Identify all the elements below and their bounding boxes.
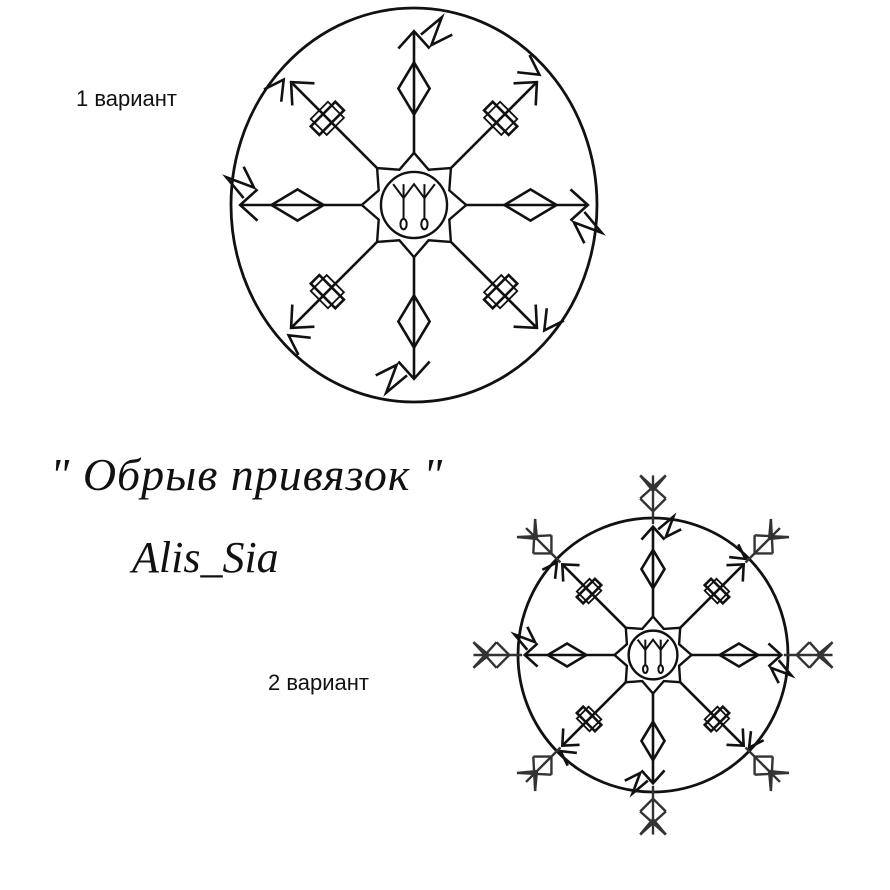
caption-author: Alis_Sia xyxy=(132,533,279,582)
caption-title: " Обрыв привязок " xyxy=(50,449,444,500)
variant-2-label: 2 вариант xyxy=(268,670,370,695)
variant-1-label: 1 вариант xyxy=(76,86,178,111)
sigil-variant-2 xyxy=(472,474,834,836)
sigil-variant-1 xyxy=(222,6,606,404)
